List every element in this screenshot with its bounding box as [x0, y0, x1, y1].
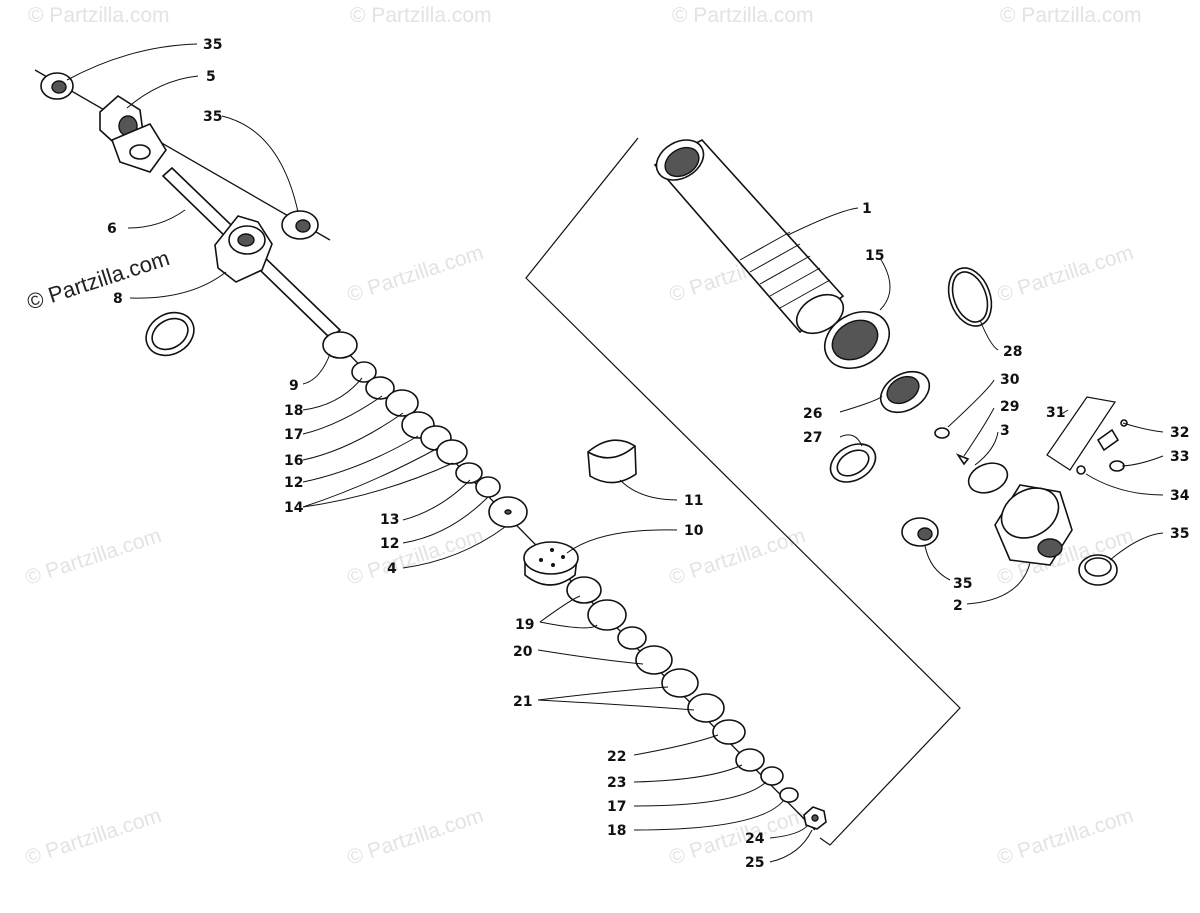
bushing-part-35: [901, 517, 939, 547]
callout-17: 17: [607, 799, 626, 815]
reservoir-body-part-2: [994, 484, 1073, 566]
callout-34: 34: [1170, 488, 1190, 504]
watermark-text: © Partzilla.com: [22, 524, 164, 590]
o-ring-part-8: [145, 311, 195, 357]
piston-band-part-11: [587, 439, 637, 484]
seal-head-housing: [214, 215, 273, 283]
watermark-text: © Partzilla.com: [994, 804, 1136, 870]
watermark-text: © Partzilla.com: [344, 804, 486, 870]
washer-stack-upper: [322, 331, 528, 528]
callout-35: 35: [953, 576, 972, 592]
callout-6: 6: [107, 221, 117, 237]
watermark-text: © Partzilla.com: [344, 524, 486, 590]
callout-12: 12: [380, 536, 399, 552]
watermark-text: © Partzilla.com: [666, 804, 808, 870]
callout-22: 22: [607, 749, 626, 765]
callout-4: 4: [387, 561, 397, 577]
valve-part-32: [1096, 419, 1128, 452]
callout-1: 1: [862, 201, 872, 217]
watermark-text: © Partzilla.com: [672, 4, 814, 27]
leader-lines: [66, 43, 1164, 863]
assembly-bracket-frame: [525, 137, 961, 846]
callout-5: 5: [206, 69, 216, 85]
callout-23: 23: [607, 775, 626, 791]
seal-part-34: [1076, 465, 1086, 475]
adjuster-nut-part-15: [824, 310, 890, 370]
fitting-bracket-frame: [1046, 396, 1117, 471]
callout-29: 29: [1000, 399, 1019, 415]
watermark-text-dark: © Partzilla.com: [24, 245, 173, 315]
callout-18: 18: [607, 823, 626, 839]
callout-11: 11: [684, 493, 703, 509]
callout-31: 31: [1046, 405, 1065, 421]
ring-part-28: [947, 267, 993, 327]
callout-32: 32: [1170, 425, 1189, 441]
watermark-text: © Partzilla.com: [994, 241, 1136, 307]
callout-27: 27: [803, 430, 822, 446]
watermark-text: © Partzilla.com: [1000, 4, 1142, 27]
callout-17: 17: [284, 427, 303, 443]
bushing-part-35: [1078, 554, 1118, 586]
o-ring-part-3: [967, 462, 1009, 494]
callout-35: 35: [1170, 526, 1189, 542]
piston-part-10: [523, 541, 579, 586]
callout-13: 13: [380, 512, 399, 528]
callout-24: 24: [745, 831, 765, 847]
body-tube-part-1: [653, 139, 845, 335]
watermark-text: © Partzilla.com: [350, 4, 492, 27]
lock-nut-part-24: [803, 806, 827, 830]
callout-15: 15: [865, 248, 884, 264]
callout-26: 26: [803, 406, 822, 422]
callout-28: 28: [1003, 344, 1022, 360]
cap-part-26: [879, 370, 931, 414]
callout-12: 12: [284, 475, 303, 491]
callout-18: 18: [284, 403, 303, 419]
callout-10: 10: [684, 523, 704, 539]
watermark-text: © Partzilla.com: [28, 4, 170, 27]
bushing-part-35: [40, 72, 74, 100]
callout-2: 2: [953, 598, 963, 614]
clip-part-29: [955, 453, 970, 466]
bushing-part-35: [281, 210, 319, 240]
callout-labels: 35 5 35 6 8 9 18 17 16 12 14 13 12 4 11 …: [107, 37, 1190, 871]
callout-25: 25: [745, 855, 764, 871]
washer-part-33: [1109, 460, 1125, 472]
washer-part-30: [934, 427, 950, 439]
callout-14: 14: [284, 500, 304, 516]
watermark-text: © Partzilla.com: [344, 241, 486, 307]
watermark-grid: © Partzilla.com © Partzilla.com © Partzi…: [22, 4, 1141, 870]
callout-35: 35: [203, 37, 222, 53]
callout-33: 33: [1170, 449, 1189, 465]
callout-16: 16: [284, 453, 303, 469]
callout-19: 19: [515, 617, 534, 633]
split-ring-part-27: [829, 443, 877, 483]
callout-3: 3: [1000, 423, 1010, 439]
callout-30: 30: [1000, 372, 1020, 388]
rod-end-clevis: [110, 122, 167, 173]
rod-axis: [34, 69, 331, 241]
callout-35: 35: [203, 109, 222, 125]
callout-8: 8: [113, 291, 123, 307]
callout-21: 21: [513, 694, 532, 710]
watermark-text: © Partzilla.com: [22, 804, 164, 870]
washer-stack-lower: [566, 576, 799, 803]
callout-9: 9: [289, 378, 299, 394]
callout-20: 20: [513, 644, 533, 660]
